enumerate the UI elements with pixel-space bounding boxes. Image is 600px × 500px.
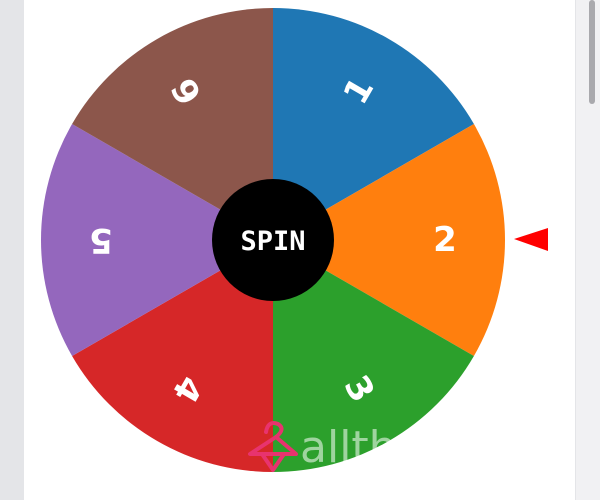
spin-button-label[interactable]: SPIN <box>240 226 305 257</box>
hanger-icon <box>248 421 298 472</box>
wheel-segment-3 <box>273 240 474 472</box>
wheel-segment-label-5: 5 <box>89 220 113 260</box>
wheel-segment-2 <box>273 124 506 356</box>
watermark: allth <box>248 421 397 473</box>
wheel-segment-4 <box>72 240 273 472</box>
pointer-triangle-icon <box>514 228 548 251</box>
wheel-segment-5 <box>40 124 273 356</box>
wheel-segment-6 <box>72 8 273 240</box>
scrollbar-thumb[interactable] <box>589 0 595 104</box>
wheel-segment-1 <box>273 8 474 240</box>
wheel-segment-label-2: 2 <box>433 220 457 260</box>
watermark-text: allth <box>300 422 397 473</box>
wheel-segments <box>40 8 506 472</box>
spin-button-circle[interactable] <box>212 179 334 301</box>
scrollbar-track[interactable] <box>576 0 600 500</box>
spin-button[interactable]: SPIN <box>212 179 334 301</box>
